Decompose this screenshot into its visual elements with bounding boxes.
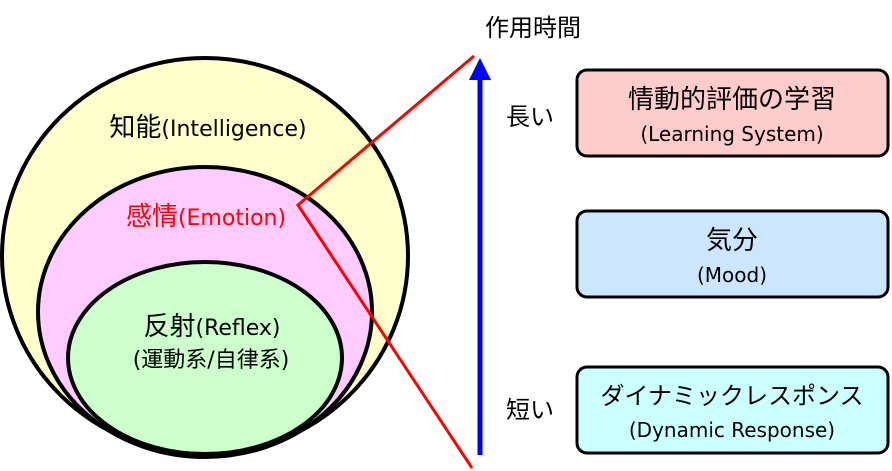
dynamic-response-box	[575, 365, 890, 455]
reflex-sublabel: (運動系/自律系)	[133, 348, 290, 373]
learning-system-subtitle: (Learning System)	[640, 122, 823, 146]
reflex-circle	[66, 260, 344, 456]
time-axis-arrowhead	[469, 58, 491, 80]
axis-top-label: 長い	[506, 103, 554, 131]
mood-box	[575, 209, 890, 299]
mood-subtitle: (Mood)	[697, 263, 767, 287]
learning-system-title: 情動的評価の学習	[628, 85, 836, 115]
dynamic-response-subtitle: (Dynamic Response)	[629, 418, 835, 442]
learning-system-box	[575, 68, 890, 158]
mood-title: 気分	[706, 226, 758, 256]
axis-bottom-label: 短い	[506, 396, 554, 424]
axis-title: 作用時間	[485, 14, 581, 42]
dynamic-response-title: ダイナミックレスポンス	[600, 382, 863, 410]
reflex-label: 反射(Reflex)	[143, 312, 280, 342]
intelligence-label: 知能(Intelligence)	[109, 113, 306, 143]
connector-lines	[296, 54, 475, 469]
emotion-label: 感情(Emotion)	[126, 202, 286, 232]
